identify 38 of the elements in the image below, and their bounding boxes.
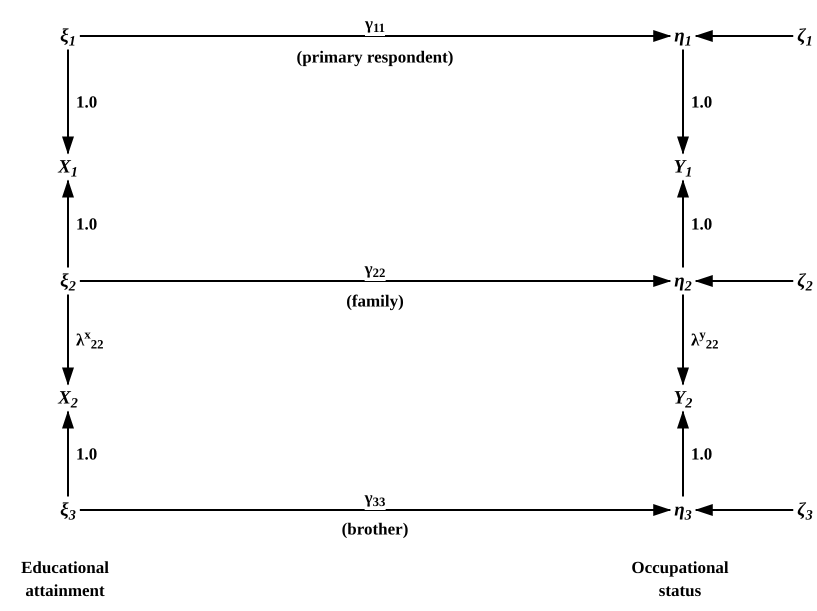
variable-symbol: η$_{3}$ bbox=[674, 500, 692, 520]
variable-symbol: X$_{2}$ bbox=[58, 388, 78, 408]
variable-symbol: ξ$_{1}$ bbox=[60, 26, 76, 46]
edge-label: 1.0 bbox=[691, 93, 712, 110]
arrow bbox=[677, 180, 689, 268]
arrow bbox=[62, 180, 74, 268]
edge-label: 1.0 bbox=[76, 446, 98, 462]
variable-symbol: ξ$_{2}$ bbox=[60, 272, 76, 290]
note-text: Educational attainment bbox=[20, 557, 110, 602]
variable-symbol: η$_{2}$ bbox=[674, 272, 692, 290]
arrow bbox=[80, 504, 672, 516]
arrow bbox=[62, 50, 74, 154]
arrow bbox=[80, 30, 672, 42]
variable-symbol: ζ$_{3}$ bbox=[797, 500, 813, 520]
arrow bbox=[80, 275, 672, 287]
variable-symbol: X$_{1}$ bbox=[58, 158, 78, 176]
arrow bbox=[677, 410, 689, 496]
note-text: Occupational status bbox=[630, 557, 730, 602]
arrow bbox=[694, 275, 794, 287]
variable-symbol: η$_{1}$ bbox=[674, 26, 692, 46]
edge-label: 1.0 bbox=[76, 93, 98, 110]
edge-label: 1.0 bbox=[691, 446, 712, 462]
arrow bbox=[62, 294, 74, 386]
note-text: (brother) bbox=[342, 518, 408, 541]
arrow bbox=[677, 50, 689, 154]
arrow bbox=[694, 30, 794, 42]
variable-symbol: ξ$_{3}$ bbox=[60, 500, 76, 520]
variable-symbol: ζ$_{2}$ bbox=[797, 272, 813, 290]
variable-symbol: Y$_{1}$ bbox=[674, 158, 692, 176]
edge-label: 1.0 bbox=[76, 216, 98, 232]
arrow bbox=[694, 504, 794, 516]
variable-symbol: Y$_{2}$ bbox=[674, 388, 692, 408]
arrow bbox=[677, 294, 689, 386]
note-text: (family) bbox=[346, 290, 404, 313]
arrow bbox=[62, 410, 74, 496]
note-text: (primary respondent) bbox=[296, 46, 454, 69]
variable-symbol: ζ$_{1}$ bbox=[797, 26, 813, 46]
edge-label: 1.0 bbox=[691, 216, 712, 232]
